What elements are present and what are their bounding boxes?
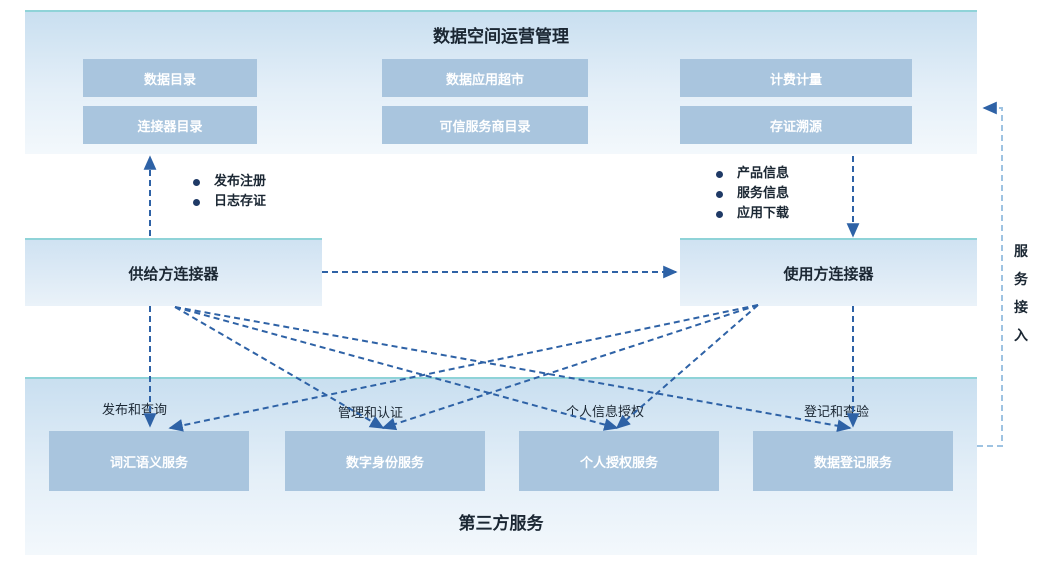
consumer-note-item: 服务信息 <box>716 184 789 204</box>
provider-notes-list: 发布注册 日志存证 <box>193 172 266 212</box>
provider-connector-box[interactable]: 供给方连接器 <box>25 238 322 306</box>
digital-identity-service-box[interactable]: 数字身份服务 <box>285 431 485 491</box>
consumer-notes-list: 产品信息 服务信息 应用下载 <box>716 164 789 224</box>
consumer-connector-box[interactable]: 使用方连接器 <box>680 238 977 306</box>
manage-certify-label: 管理和认证 <box>338 406 404 421</box>
evidence-traceability-box[interactable]: 存证溯源 <box>680 106 912 144</box>
consumer-to-vocabulary-arrow <box>168 304 759 432</box>
data-app-market-box[interactable]: 数据应用超市 <box>382 59 588 97</box>
operations-management-panel: 数据空间运营管理 数据目录 数据应用超市 计费计量 连接器目录 可信服务商目录 … <box>25 10 977 154</box>
consumer-note-item: 应用下载 <box>716 204 789 224</box>
trusted-provider-catalog-box[interactable]: 可信服务商目录 <box>382 106 588 144</box>
provider-note-item: 发布注册 <box>193 172 266 192</box>
connector-catalog-box[interactable]: 连接器目录 <box>83 106 257 144</box>
bullet-icon <box>193 198 200 206</box>
provider-note-item: 日志存证 <box>193 192 266 212</box>
bullet-icon <box>716 170 723 178</box>
bullet-icon <box>193 178 200 186</box>
data-registration-service-box[interactable]: 数据登记服务 <box>753 431 953 491</box>
bullet-icon <box>716 210 723 218</box>
personal-authorization-service-box[interactable]: 个人授权服务 <box>519 431 719 491</box>
consumer-note-item: 产品信息 <box>716 164 789 184</box>
provider-to-identity-arrow <box>174 306 385 429</box>
provider-to-authorization-arrow <box>174 306 619 431</box>
third-party-services-panel: 词汇语义服务 数字身份服务 个人授权服务 数据登记服务 第三方服务 <box>25 377 977 555</box>
vocabulary-semantic-service-box[interactable]: 词汇语义服务 <box>49 431 249 491</box>
third-party-services-title: 第三方服务 <box>458 514 544 534</box>
operations-management-title: 数据空间运营管理 <box>433 27 569 47</box>
service-access-arrow <box>977 101 1003 447</box>
consumer-to-authorization-arrow <box>615 304 759 430</box>
billing-metering-box[interactable]: 计费计量 <box>680 59 912 97</box>
provider-to-registration-arrow <box>174 306 852 433</box>
bullet-icon <box>716 190 723 198</box>
service-access-label: 服 务 接 入 <box>1014 244 1028 344</box>
data-catalog-box[interactable]: 数据目录 <box>83 59 257 97</box>
consumer-to-identity-arrow <box>381 304 759 431</box>
